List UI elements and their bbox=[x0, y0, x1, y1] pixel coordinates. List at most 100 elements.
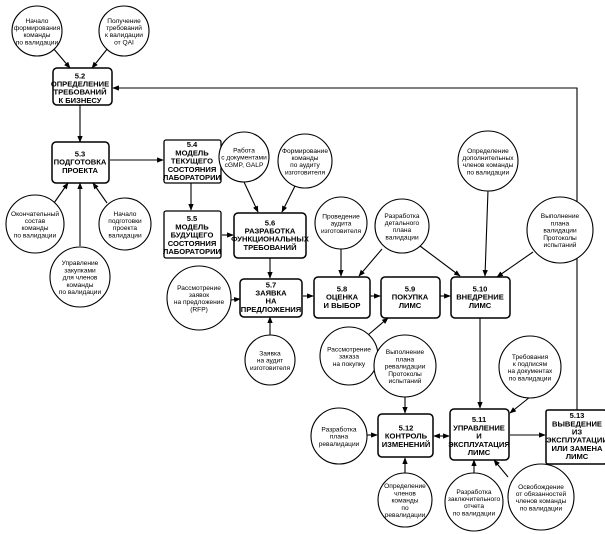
input-circle-10-shape bbox=[314, 196, 368, 250]
in-c14 bbox=[367, 317, 389, 336]
label-line: ВЫВЕДЕНИЕ bbox=[552, 419, 602, 428]
label-line: требований bbox=[106, 24, 142, 32]
input-circle-11-shape bbox=[374, 198, 430, 254]
input-circle-20-shape bbox=[507, 463, 575, 531]
label-line: Выполнение bbox=[541, 213, 580, 220]
label-line: 5.9 bbox=[405, 284, 416, 293]
label-line: 5.12 bbox=[399, 423, 414, 432]
label-line: ПРЕДЛОЖЕНИЯ bbox=[241, 305, 301, 314]
label-line: с документами bbox=[221, 155, 267, 162]
connectors bbox=[52, 47, 578, 479]
label-line: 5.2 bbox=[75, 71, 86, 80]
label-line: УПРАВЛЕНИЕ bbox=[453, 423, 505, 432]
label-line: валидации bbox=[543, 228, 577, 235]
process-5-12-box bbox=[377, 413, 434, 458]
label-line: Проведение bbox=[322, 213, 360, 220]
label-line: 5.8 bbox=[337, 284, 348, 293]
label-line: ревалидации bbox=[385, 364, 426, 371]
label-line: НА bbox=[266, 297, 277, 306]
label-line: Требования bbox=[512, 353, 549, 361]
label-line: КОНТРОЛЬ bbox=[385, 432, 428, 441]
label-line: формирования bbox=[14, 25, 61, 32]
label-line: 5.13 bbox=[570, 411, 585, 420]
input-circle-12-shape bbox=[457, 130, 519, 192]
label-line: команды bbox=[66, 282, 93, 289]
label-line: ЭКСПЛУАТАЦИИ bbox=[546, 436, 605, 445]
in-c7 bbox=[281, 185, 296, 213]
process-5-11-box bbox=[449, 408, 510, 461]
input-circle-6-shape bbox=[218, 131, 270, 183]
label-line: ЛИМС bbox=[468, 448, 491, 457]
label-line: валидации bbox=[385, 234, 419, 241]
label-line: Формирование bbox=[282, 148, 328, 155]
label-line: ТЕКУЩЕГО bbox=[171, 157, 213, 166]
label-line: ЛАБОРАТОРИИ bbox=[163, 173, 221, 182]
label-line: Работа bbox=[233, 146, 255, 154]
process-5-9-box bbox=[380, 276, 441, 319]
input-circle-2-shape bbox=[98, 5, 150, 57]
label-line: команды bbox=[21, 225, 48, 232]
in-c20 bbox=[493, 459, 509, 478]
label-line: членов bbox=[394, 490, 416, 497]
label-line: БУДУЩЕГО bbox=[171, 231, 214, 240]
label-line: испытаний bbox=[544, 241, 577, 249]
in-c13 bbox=[496, 251, 534, 278]
label-line: Протоколы bbox=[388, 371, 422, 378]
label-line: ЛИМС bbox=[566, 452, 589, 461]
label-line: Управление bbox=[62, 260, 99, 267]
in-c2 bbox=[91, 47, 109, 69]
label-line: ЛИМС bbox=[399, 301, 422, 310]
label-line: ИЗ bbox=[572, 428, 582, 437]
label-line: ПОКУПКА bbox=[392, 293, 429, 302]
input-circle-3-shape bbox=[5, 194, 65, 254]
label-line: Получение bbox=[107, 18, 141, 25]
label-line: Рассмотрение bbox=[327, 346, 371, 353]
label-line: на аудит bbox=[257, 358, 283, 365]
label-line: СОСТОЯНИЯ bbox=[168, 239, 217, 248]
in-c11-510 bbox=[419, 245, 461, 277]
label-line: аудита bbox=[331, 221, 352, 228]
